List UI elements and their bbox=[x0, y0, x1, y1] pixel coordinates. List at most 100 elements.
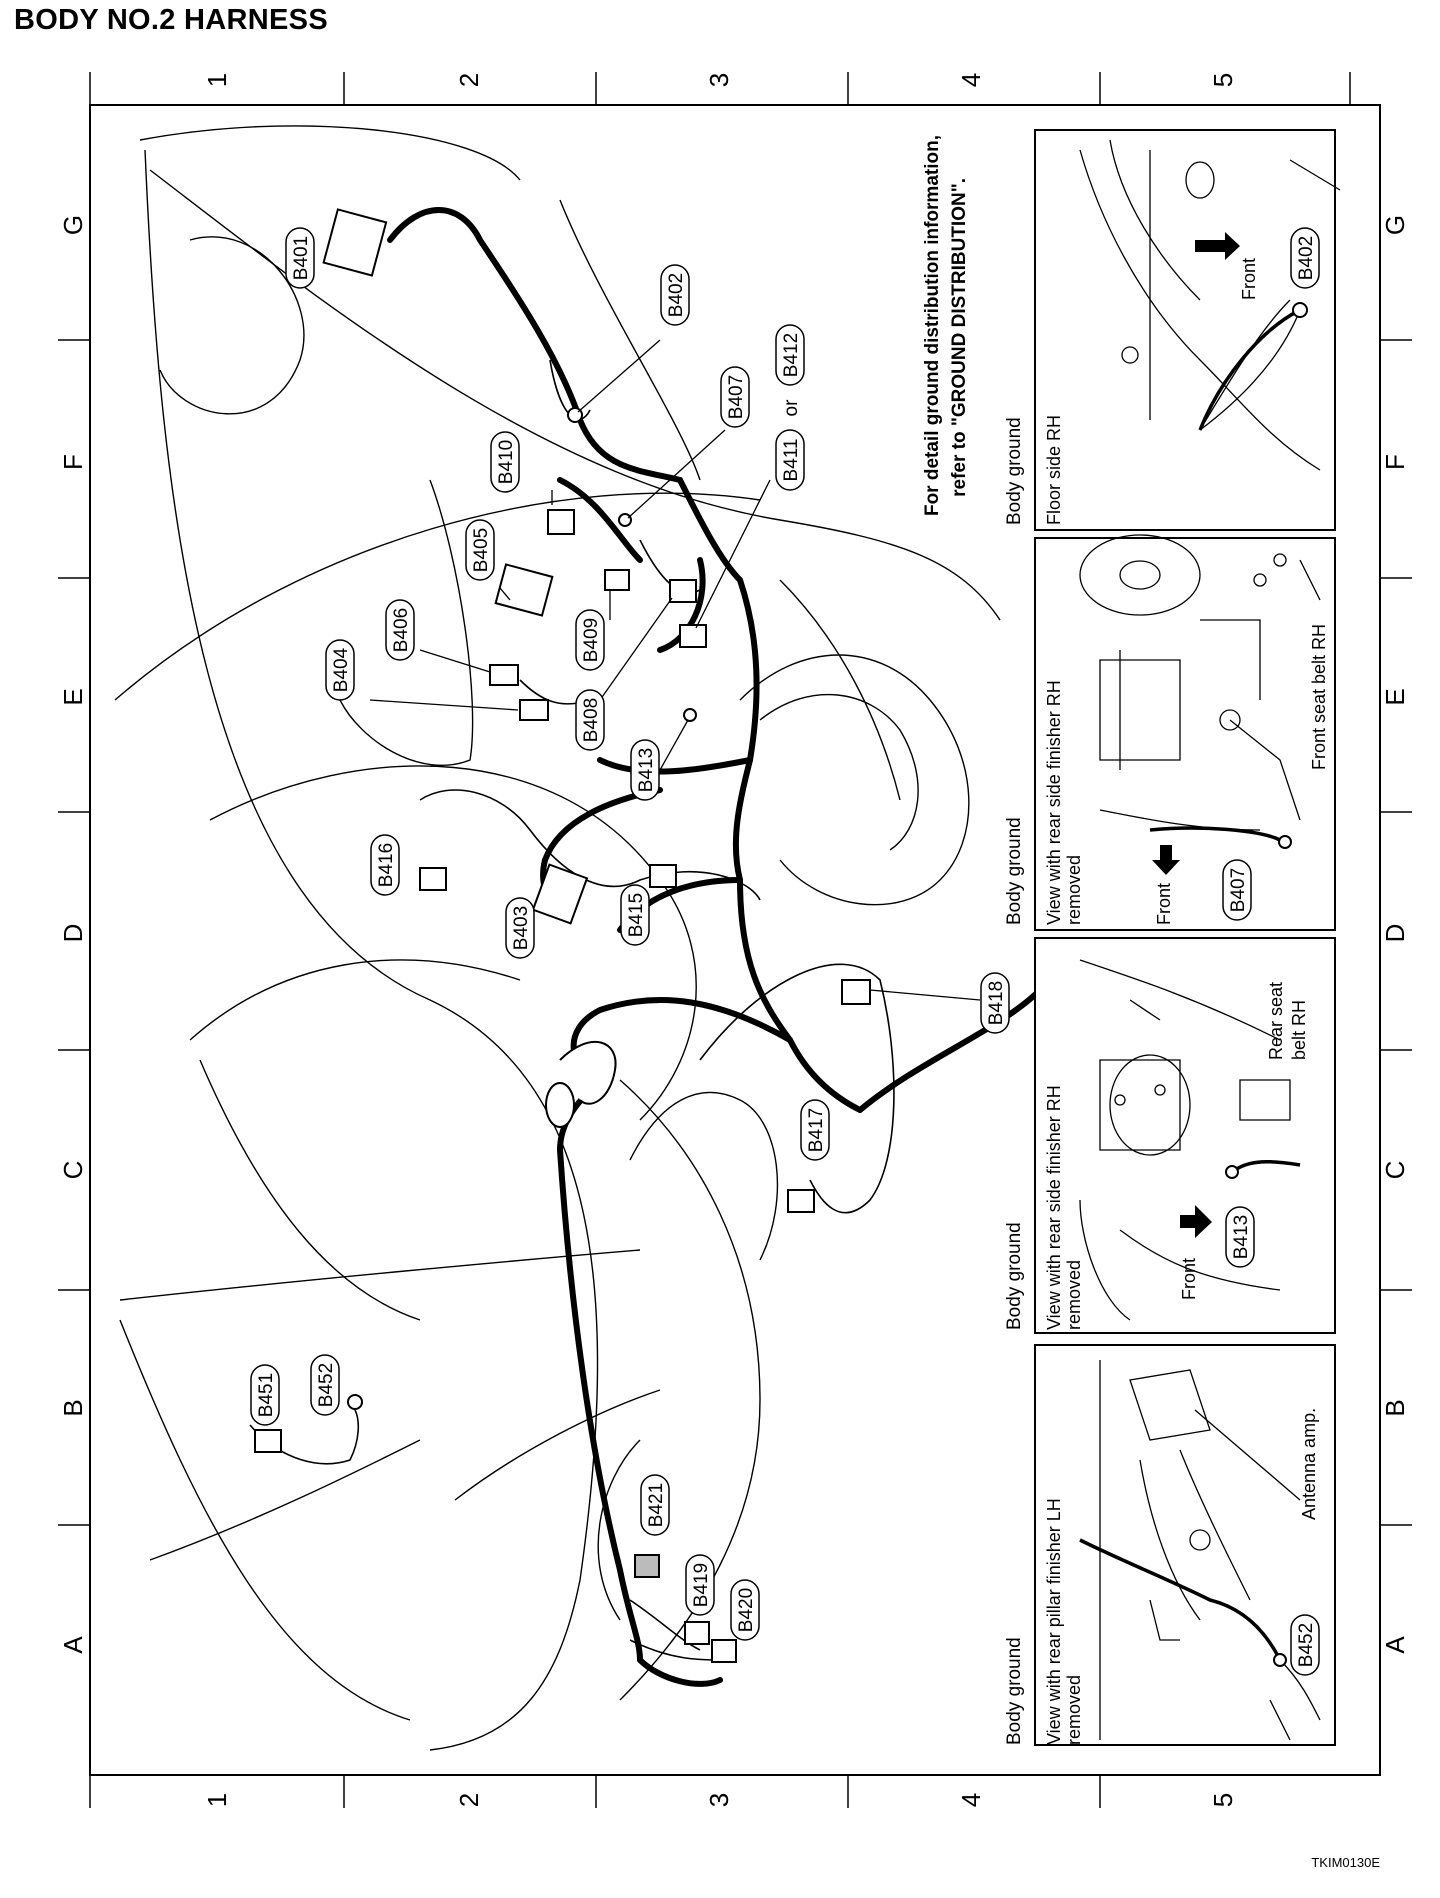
panel3-ground-terminal bbox=[1278, 835, 1292, 849]
connector-B416-body bbox=[419, 867, 447, 891]
connector-B418-body bbox=[841, 979, 871, 1005]
panel-antenna bbox=[1034, 1344, 1336, 1746]
grommet-body bbox=[545, 1082, 575, 1128]
grid-letter-left-A: A bbox=[58, 1636, 88, 1654]
left-scale bbox=[58, 339, 90, 1526]
ground-note: For detail ground distribution informati… bbox=[922, 135, 970, 516]
panel3-front-arrow bbox=[1152, 845, 1180, 875]
connector-B403-body bbox=[531, 863, 589, 925]
label-B452: B452 bbox=[310, 1354, 340, 1416]
label-B410: B410 bbox=[490, 431, 520, 493]
grid-letter-right-C: C bbox=[1380, 1161, 1410, 1180]
svg-text:B451: B451 bbox=[256, 1373, 277, 1417]
bottom-scale bbox=[89, 1775, 1101, 1808]
label-B402: B402 bbox=[660, 264, 690, 326]
svg-text:B402: B402 bbox=[666, 273, 687, 317]
panel3-front-label: Front bbox=[1154, 883, 1174, 925]
connector-B411-body bbox=[679, 624, 707, 648]
label-B401: B401 bbox=[285, 227, 315, 289]
grid-num-top-1: 1 bbox=[202, 73, 232, 87]
grid-num-bottom-5: 5 bbox=[1208, 1793, 1238, 1807]
grid-num-top-4: 4 bbox=[956, 73, 986, 87]
panel3-conn-label: B407 bbox=[1222, 859, 1252, 921]
label-B407: B407 bbox=[720, 366, 750, 428]
svg-text:B401: B401 bbox=[291, 236, 312, 280]
label-B415: B415 bbox=[620, 884, 650, 946]
grid-numbers-bottom: 1 2 3 4 5 bbox=[202, 1793, 1238, 1807]
panel2-conn-label: B413 bbox=[1225, 1206, 1255, 1268]
label-B409: B409 bbox=[575, 609, 605, 671]
label-B451: B451 bbox=[250, 1364, 280, 1426]
panel1-line2: removed bbox=[1064, 1675, 1084, 1745]
top-scale bbox=[89, 72, 1351, 105]
grid-letter-left-C: C bbox=[58, 1161, 88, 1180]
svg-text:B407: B407 bbox=[1228, 868, 1249, 912]
svg-text:B405: B405 bbox=[471, 528, 492, 572]
grid-num-bottom-3: 3 bbox=[704, 1793, 734, 1807]
panel1-conn-label: B452 bbox=[1290, 1614, 1320, 1676]
grid-letter-left-E: E bbox=[58, 688, 88, 705]
leader-lines bbox=[369, 339, 981, 1001]
detail-panels: Body ground Floor side RH Front B402 Bod… bbox=[1004, 129, 1341, 1746]
panel4-conn-label: B402 bbox=[1290, 227, 1320, 289]
panel4-ground-terminal bbox=[1292, 302, 1308, 318]
label-B420: B420 bbox=[730, 1579, 760, 1641]
svg-text:B415: B415 bbox=[626, 893, 647, 937]
svg-text:B419: B419 bbox=[691, 1563, 712, 1607]
panel4-harness bbox=[1198, 308, 1301, 431]
connector-B417-body bbox=[787, 1189, 815, 1213]
panel2-line2: removed bbox=[1064, 1260, 1084, 1330]
svg-text:B403: B403 bbox=[511, 906, 532, 950]
diagram-frame bbox=[89, 104, 1381, 1776]
connector-B420-body bbox=[711, 1639, 737, 1663]
ground-note-line2: refer to "GROUND DISTRIBUTION". bbox=[949, 178, 970, 497]
svg-text:B416: B416 bbox=[376, 843, 397, 887]
svg-text:B420: B420 bbox=[736, 1588, 757, 1632]
grid-letter-left-B: B bbox=[58, 1399, 88, 1416]
label-B417: B417 bbox=[800, 1099, 830, 1161]
grid-num-bottom-2: 2 bbox=[454, 1793, 484, 1807]
grid-letter-right-F: F bbox=[1380, 454, 1410, 470]
grommet-shape bbox=[559, 1041, 617, 1105]
panel4-front-label: Front bbox=[1239, 258, 1259, 300]
grid-letter-left-G: G bbox=[58, 215, 88, 235]
panel4-line1: Floor side RH bbox=[1044, 415, 1064, 525]
label-B416: B416 bbox=[370, 834, 400, 896]
panel3-line2: removed bbox=[1064, 855, 1084, 925]
panel1-harness bbox=[1079, 1538, 1282, 1661]
grid-num-top-5: 5 bbox=[1208, 73, 1238, 87]
grid-letter-left-F: F bbox=[58, 454, 88, 470]
panel2-line1: View with rear side finisher RH bbox=[1044, 1085, 1064, 1330]
label-B408: B408 bbox=[575, 689, 605, 751]
svg-text:B421: B421 bbox=[646, 1483, 667, 1527]
panel2-front-arrow bbox=[1180, 1205, 1212, 1238]
panel4-front-arrow bbox=[1195, 232, 1240, 260]
grid-num-top-3: 3 bbox=[704, 73, 734, 87]
panel-front-seat-belt bbox=[1034, 537, 1336, 931]
connector-B421-body bbox=[634, 1554, 660, 1578]
panel1-callout-leader bbox=[1194, 1409, 1301, 1501]
grid-letter-right-A: A bbox=[1380, 1636, 1410, 1654]
label-B405: B405 bbox=[465, 519, 495, 581]
grid-letter-left-D: D bbox=[58, 924, 88, 943]
grid-num-bottom-4: 4 bbox=[956, 1793, 986, 1807]
or-text: or bbox=[781, 399, 802, 417]
svg-text:B452: B452 bbox=[1296, 1623, 1317, 1667]
connector-B405-body bbox=[494, 563, 554, 617]
label-B411: B411 bbox=[775, 429, 805, 491]
panel-floor-side bbox=[1034, 129, 1336, 531]
label-B406: B406 bbox=[385, 599, 415, 661]
panel3-callout: Front seat belt RH bbox=[1309, 624, 1329, 770]
svg-text:B407: B407 bbox=[726, 375, 747, 419]
grid-numbers-top: 1 2 3 4 5 bbox=[202, 73, 1238, 87]
label-B403: B403 bbox=[505, 897, 535, 959]
figure-code: TKIM0130E bbox=[1311, 1855, 1380, 1870]
panel2-callout: Rear seat bbox=[1266, 982, 1286, 1060]
label-B419: B419 bbox=[685, 1554, 715, 1616]
panel1-callout: Antenna amp. bbox=[1299, 1408, 1319, 1520]
svg-text:B412: B412 bbox=[781, 333, 802, 377]
svg-text:B409: B409 bbox=[581, 618, 602, 662]
svg-text:B408: B408 bbox=[581, 698, 602, 742]
svg-text:B417: B417 bbox=[806, 1108, 827, 1152]
